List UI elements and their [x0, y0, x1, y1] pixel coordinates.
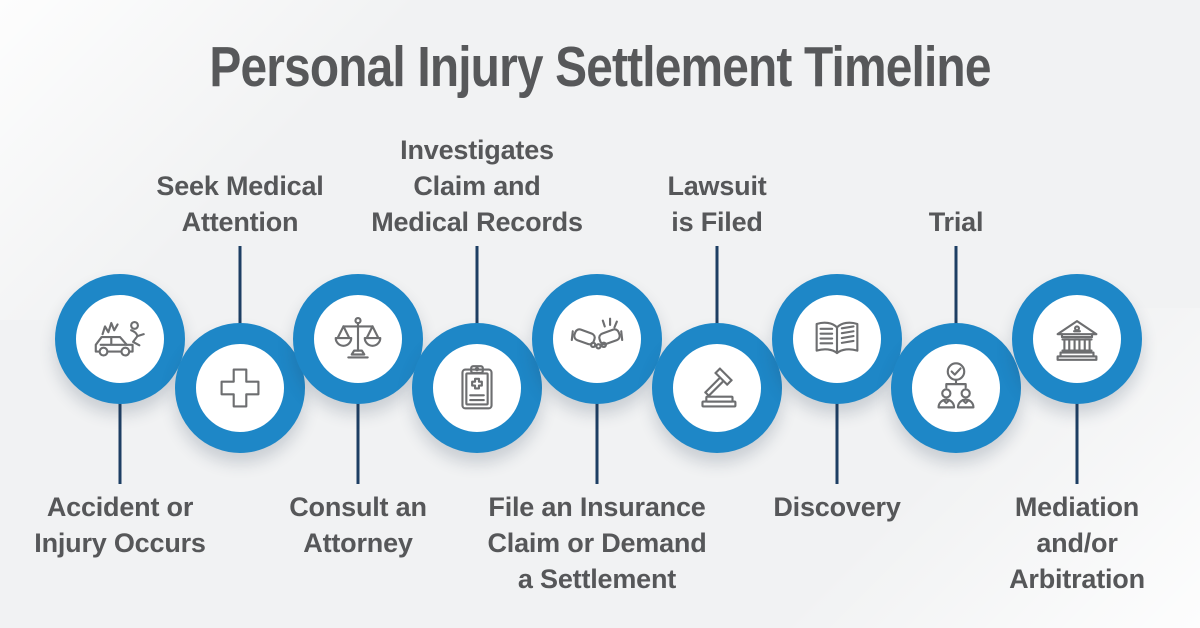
handshake-icon	[570, 317, 624, 350]
step-circle	[891, 323, 1021, 453]
step-label: Accident or Injury Occurs	[34, 492, 206, 558]
car-crash-icon	[94, 320, 145, 357]
step-label: Lawsuit is Filed	[667, 171, 767, 237]
connector-line	[1075, 402, 1079, 484]
connector-line	[595, 402, 599, 484]
connector-line	[954, 246, 958, 326]
gavel-icon	[701, 367, 737, 408]
connector-line	[118, 402, 122, 484]
step-circle	[293, 274, 423, 404]
step-circle	[1012, 274, 1142, 404]
step-label: Mediation and/or Arbitration	[1009, 492, 1145, 594]
step-circle	[175, 323, 305, 453]
step-circle	[652, 323, 782, 453]
medical-records-clipboard-icon	[461, 365, 493, 410]
scales-of-justice-icon	[334, 317, 382, 359]
step-circle	[412, 323, 542, 453]
page-title: Personal Injury Settlement Timeline	[209, 35, 991, 99]
step-circle	[55, 274, 185, 404]
connector-line	[715, 246, 719, 326]
courthouse-icon	[1056, 320, 1098, 361]
connector-line	[835, 402, 839, 484]
step-label: File an Insurance Claim or Demand a Sett…	[487, 492, 707, 594]
step-circle	[772, 274, 902, 404]
step-label: Consult an Attorney	[289, 492, 427, 558]
step-label: Trial	[928, 207, 984, 237]
step-circle	[532, 274, 662, 404]
connector-line	[475, 246, 479, 326]
connector-line	[238, 246, 242, 326]
medical-cross-icon	[220, 368, 260, 408]
trial-verdict-icon	[937, 362, 975, 409]
open-book-icon	[815, 321, 859, 355]
connector-line	[356, 402, 360, 484]
step-label: Seek Medical Attention	[156, 171, 324, 237]
step-label: Investigates Claim and Medical Records	[371, 135, 583, 237]
step-label: Discovery	[773, 492, 901, 522]
